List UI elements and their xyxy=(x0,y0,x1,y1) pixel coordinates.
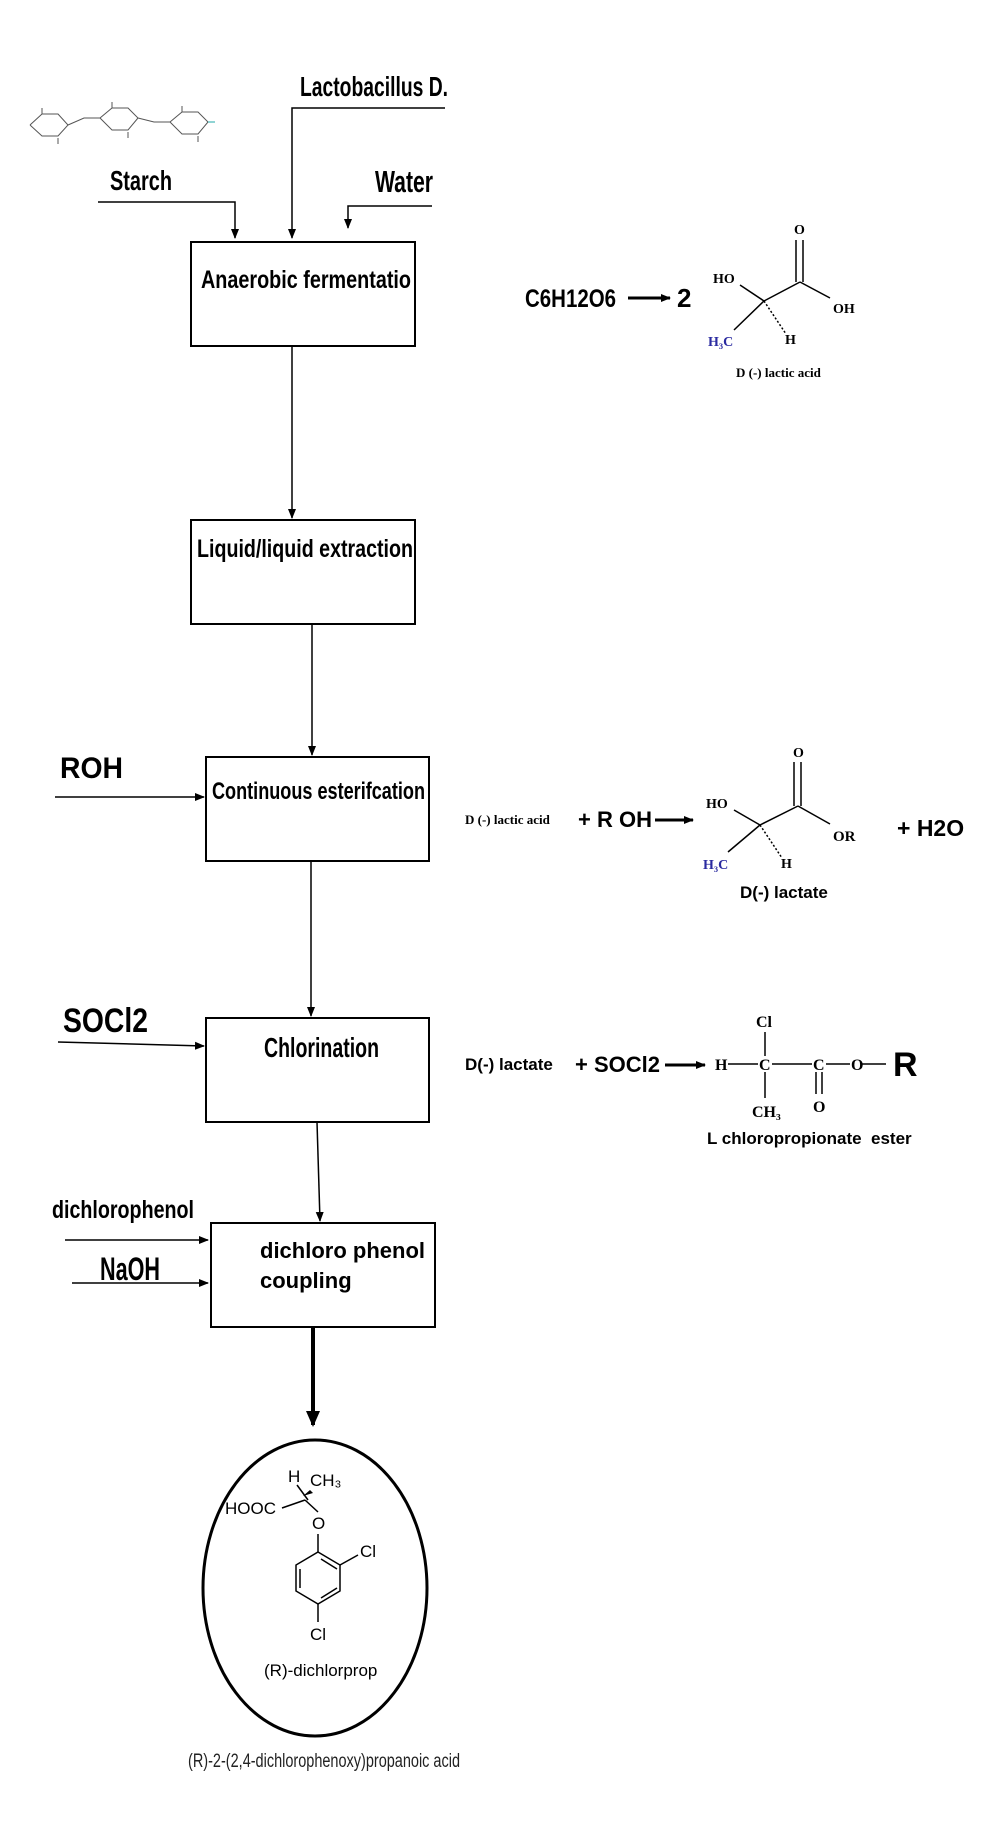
dichlorprop-atom-hooc: HOOC xyxy=(225,1499,276,1518)
input-dichlorophenol: dichlorophenol xyxy=(52,1196,194,1224)
water-feed-arrow xyxy=(344,205,432,229)
input-starch: Starch xyxy=(110,165,172,196)
reaction2-byproduct: + H2O xyxy=(897,815,964,841)
chloro-ester-atom-c2: C xyxy=(813,1057,825,1074)
chloro-ester-atom-ch3: CH₃ xyxy=(752,1104,781,1121)
chloro-ester-atom-h: H xyxy=(715,1057,728,1074)
reaction3-reactant: D(-) lactate xyxy=(465,1055,553,1074)
reaction3-plus-socl2: + SOCl2 xyxy=(575,1052,660,1077)
dichlorprop-atom-h: H xyxy=(288,1467,300,1486)
product-iupac-name: (R)-2-(2,4-dichlorophenoxy)propanoic aci… xyxy=(188,1751,460,1772)
lactate-atom-ho: HO xyxy=(706,797,728,812)
input-lactobacillus: Lactobacillus D. xyxy=(300,71,448,102)
extraction-box xyxy=(190,519,416,625)
reaction-2: D (-) lactic acid + R OH O HO OR H₃C H D… xyxy=(465,746,964,902)
lactate-atom-or: OR xyxy=(833,829,856,845)
input-socl2: SOCl2 xyxy=(63,1002,148,1040)
chloro-ester-atom-o-carbonyl: O xyxy=(813,1099,825,1116)
dichlorprop-atom-cl-ortho: Cl xyxy=(360,1542,376,1561)
coupling-box xyxy=(210,1222,436,1328)
reaction-3: D(-) lactate + SOCl2 Cl H C C O O CH₃ R … xyxy=(465,1014,918,1148)
dichlorprop-atom-ch3: CH₃ xyxy=(310,1471,341,1490)
chloro-ester-atom-o-ester: O xyxy=(851,1057,863,1074)
input-arrows xyxy=(55,107,445,1287)
lactic-acid-atom-h: H xyxy=(785,333,796,348)
dichlorprop-structure xyxy=(281,1484,359,1622)
product-circle xyxy=(201,1438,429,1738)
reaction1-product-label: D (-) lactic acid xyxy=(736,365,822,380)
lactate-atom-o: O xyxy=(793,746,804,761)
product-name: (R)-dichlorprop xyxy=(264,1661,377,1680)
lactic-acid-structure xyxy=(733,240,831,335)
input-naoh: NaOH xyxy=(100,1251,160,1287)
lactate-structure xyxy=(727,762,831,859)
chloro-ester-atom-r: R xyxy=(893,1046,918,1084)
socl2-feed-arrow xyxy=(57,1041,205,1050)
input-water: Water xyxy=(375,164,433,199)
step-esterification: Continuous esterifcation xyxy=(212,778,425,805)
step-fermentation: Anaerobic fermentatio xyxy=(201,266,411,294)
lactic-acid-atom-oh: OH xyxy=(833,302,855,317)
step-coupling-line1: dichloro phenol xyxy=(260,1238,425,1263)
lactate-atom-h: H xyxy=(781,857,792,872)
chloro-ester-atom-cl: Cl xyxy=(756,1014,773,1031)
chlorination-box xyxy=(205,1017,430,1123)
starch-structure-icon xyxy=(29,102,215,144)
esterification-box xyxy=(205,756,430,862)
chloro-ester-atom-c1: C xyxy=(759,1057,771,1074)
lactic-acid-atom-o: O xyxy=(794,223,805,238)
dichlorprop-atom-o: O xyxy=(312,1514,325,1533)
lactobacillus-feed-arrow xyxy=(288,107,445,239)
input-roh: ROH xyxy=(60,752,123,785)
reaction1-lhs: C6H12O6 xyxy=(525,285,616,313)
lactate-atom-h3c: H₃C xyxy=(703,858,728,873)
fermentation-box xyxy=(190,241,416,347)
step-coupling-line2: coupling xyxy=(260,1268,352,1293)
chloropropionate-structure xyxy=(728,1032,886,1098)
lactic-acid-atom-ho: HO xyxy=(713,272,735,287)
step-extraction: Liquid/liquid extraction xyxy=(197,535,413,563)
dichlorprop-atom-cl-para: Cl xyxy=(310,1625,326,1644)
lactic-acid-atom-h3c: H₃C xyxy=(708,335,733,350)
reaction2-product-label: D(-) lactate xyxy=(740,883,828,902)
reaction-1: C6H12O6 2 O HO OH H₃C H D (-) lactic aci… xyxy=(525,223,855,380)
reaction3-product-label: L chloropropionate ester xyxy=(707,1129,912,1148)
reaction2-plus-roh: + R OH xyxy=(578,807,652,832)
flow-arrows xyxy=(288,346,324,1222)
reaction1-coef: 2 xyxy=(677,283,691,313)
reaction2-reactant: D (-) lactic acid xyxy=(465,812,551,827)
step-chlorination: Chlorination xyxy=(264,1032,379,1063)
starch-feed-arrow xyxy=(98,201,239,239)
arrow-chlorination-to-coupling xyxy=(315,1121,324,1222)
